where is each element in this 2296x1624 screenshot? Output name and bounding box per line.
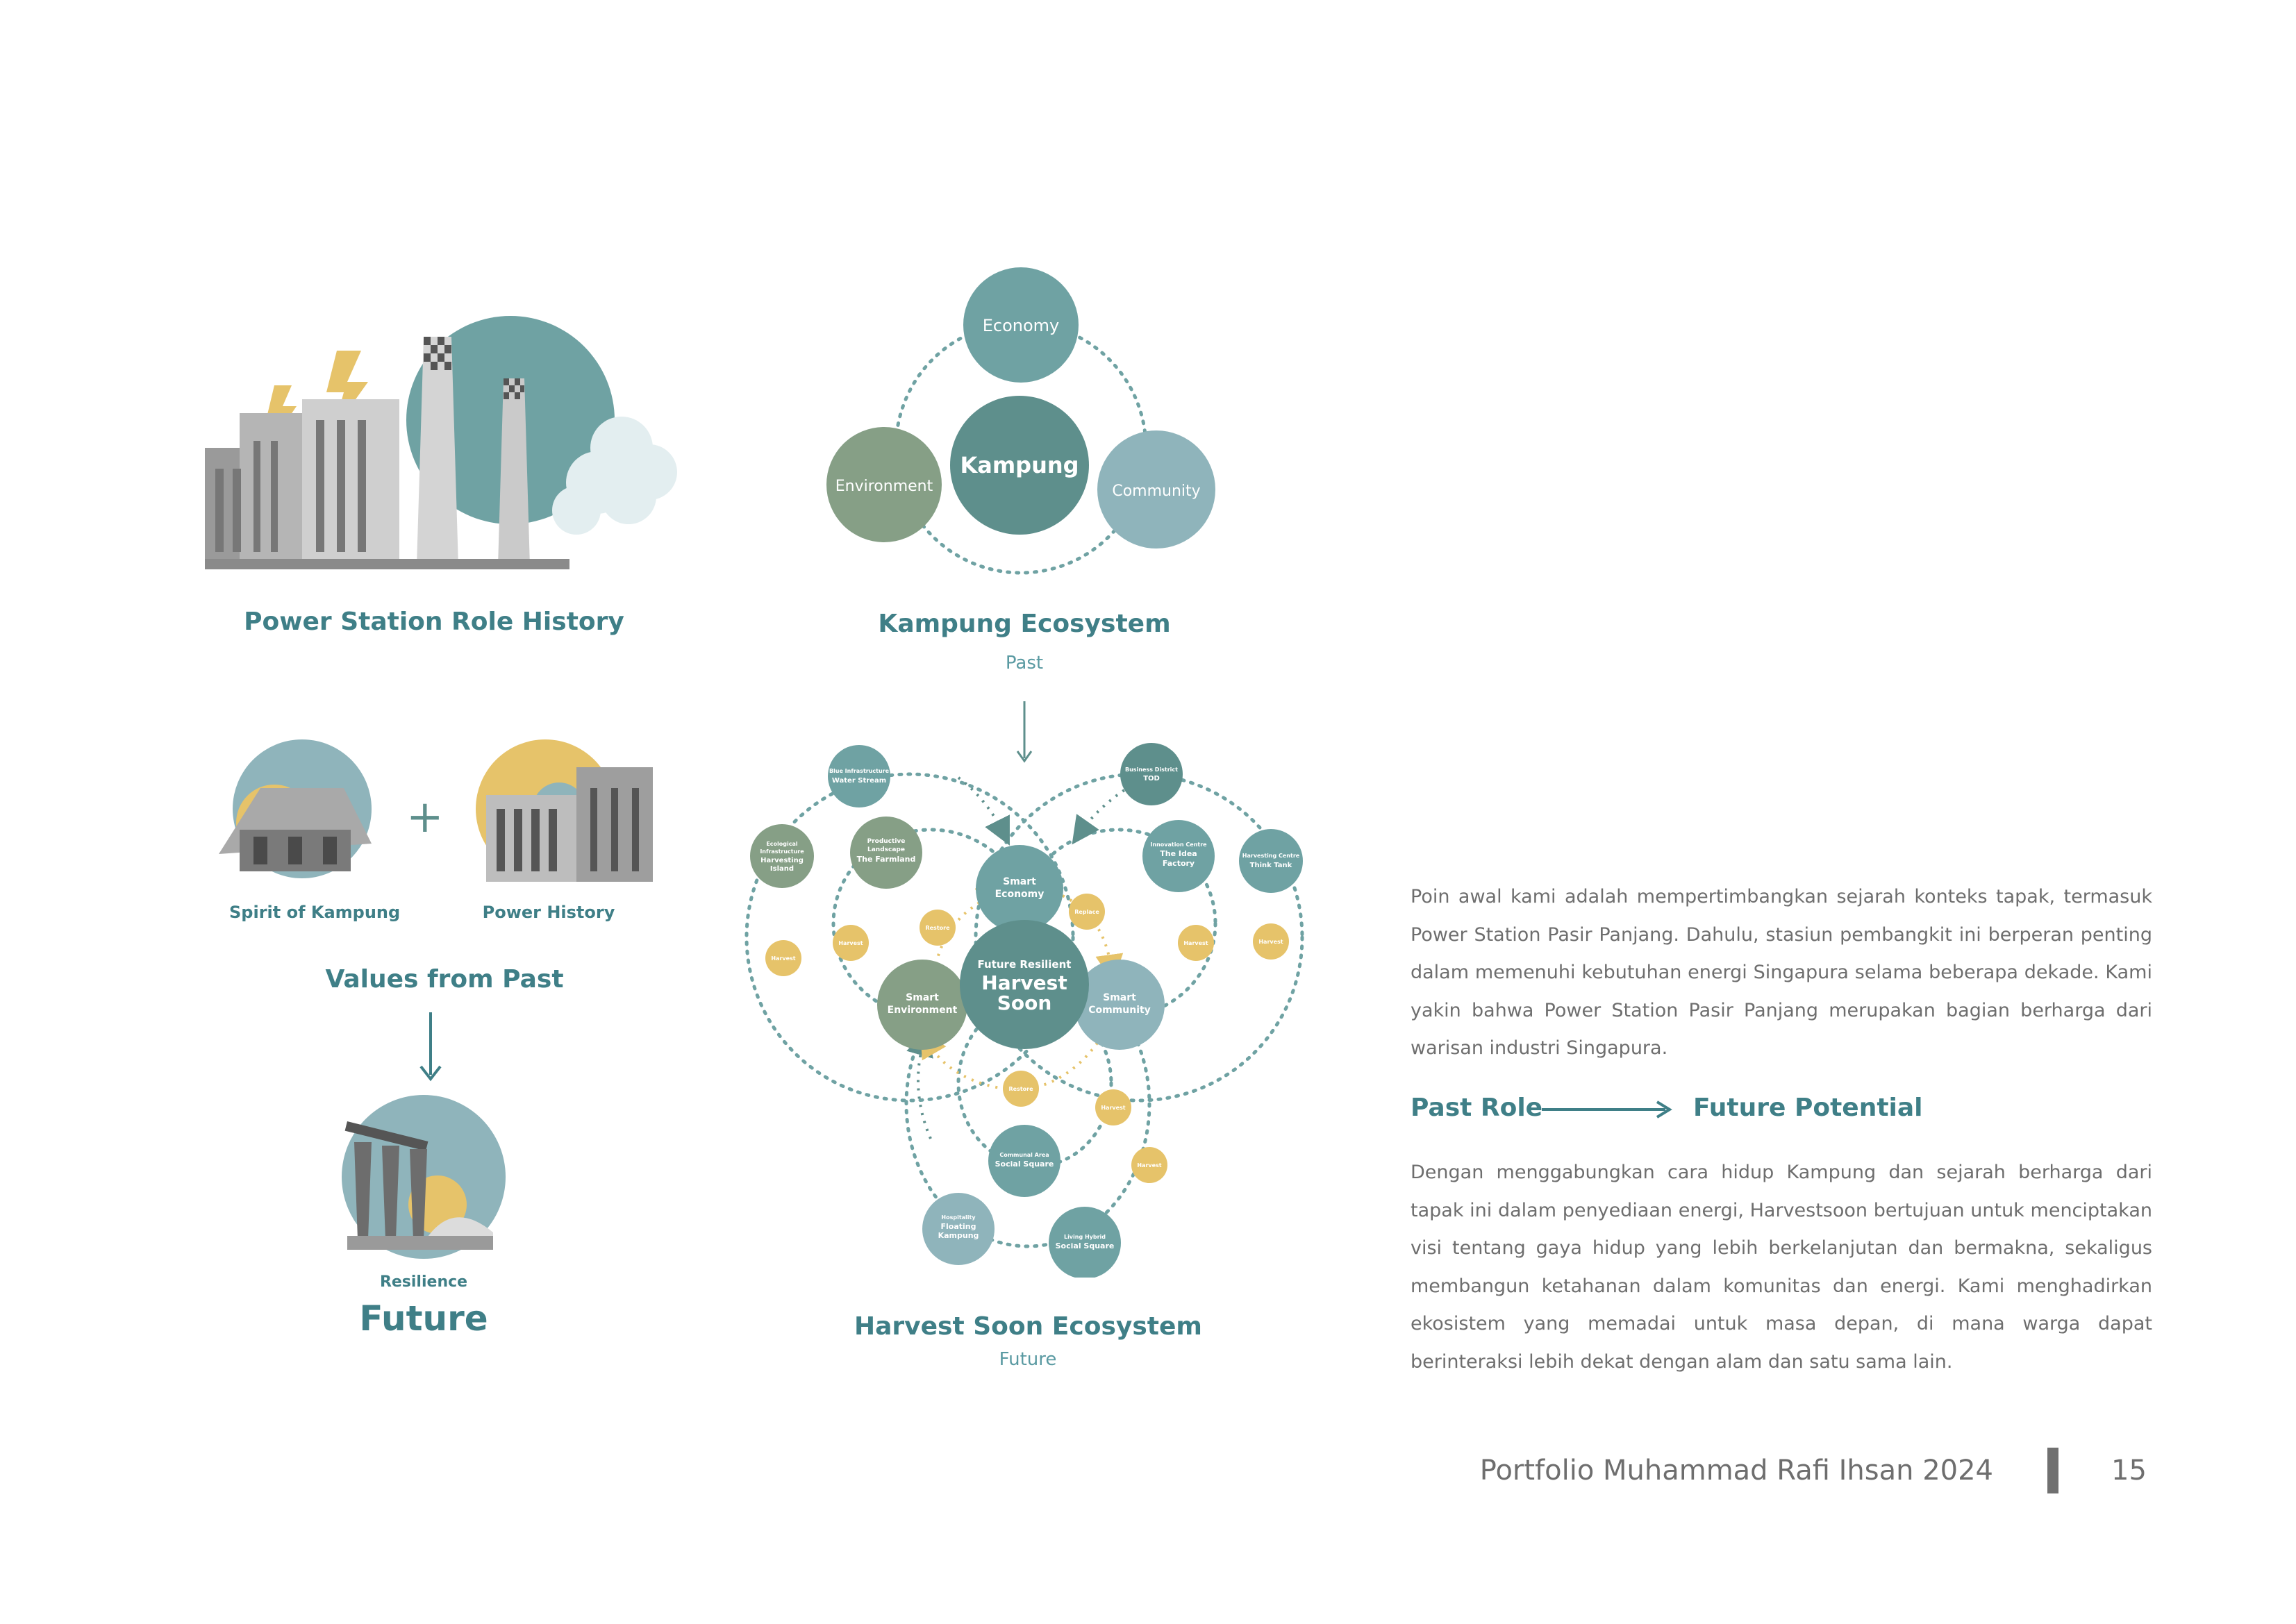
power-history-illustration <box>476 739 653 882</box>
intro-paragraph: Poin awal kami adalah mempertimbangkan s… <box>1411 878 2152 1068</box>
harvest-soon-center-line1: Harvest <box>981 971 1067 994</box>
paragraph-line: ekosistem yang memadai untuk masa depan,… <box>1411 1313 2152 1334</box>
environment-node: Environment <box>835 478 933 495</box>
power-history-label: Power History <box>482 903 615 922</box>
spirit-of-kampung-illustration <box>219 739 372 878</box>
kampung-ecosystem-diagram: Economy Environment Community Kampung <box>826 267 1215 575</box>
right-arrow-icon <box>1542 1100 1672 1119</box>
restore-dot-label: Restore <box>1008 1086 1033 1092</box>
harvest-soon-center-line2: Soon <box>997 991 1052 1014</box>
smart-economy-label-2: Economy <box>995 889 1045 900</box>
future-resilience-illustration <box>342 1095 506 1259</box>
communal-square-node-label-1: Communal Area <box>999 1152 1049 1158</box>
harvest-dot-label: Harvest <box>1137 1162 1161 1169</box>
power-station-title: Power Station Role History <box>244 608 624 636</box>
paragraph-line: dalam memenuhi kebutuhan energi Singapur… <box>1411 962 2152 983</box>
think-tank-node-label-1: Harvesting Centre <box>1242 853 1300 859</box>
resilience-label: Resilience <box>379 1273 468 1291</box>
harvest-soon-ecosystem-subtitle: Future <box>999 1349 1057 1370</box>
tod-node-label-1: Business District <box>1125 767 1178 773</box>
footer-portfolio-label: Portfolio Muhammad Rafi Ihsan 2024 <box>1479 1455 1993 1487</box>
paragraph-line: Poin awal kami adalah mempertimbangkan s… <box>1411 886 2152 907</box>
water-stream-node-label-1: Blue Infrastructure <box>829 768 890 774</box>
harvest-soon-ecosystem-diagram: Blue Infrastructure Water Stream Ecologi… <box>744 743 1304 1278</box>
paragraph-line: yakin bahwa Power Station Pasir Panjang … <box>1411 999 2152 1021</box>
farmland-node-label-2: Landscape <box>867 846 905 853</box>
floating-kampung-node-label-3: Kampung <box>938 1231 979 1240</box>
harvest-dot-label: Harvest <box>1101 1105 1125 1111</box>
floating-kampung-node-label-2: Floating <box>941 1222 976 1231</box>
page-number: 15 <box>2111 1455 2147 1487</box>
kampung-ecosystem-subtitle: Past <box>1005 653 1044 673</box>
economy-node: Economy <box>983 316 1060 335</box>
values-from-past-title: Values from Past <box>325 965 564 994</box>
future-title: Future <box>359 1298 488 1339</box>
down-arrow-icon <box>1016 701 1033 763</box>
smart-community-label-1: Smart <box>1103 992 1136 1003</box>
idea-factory-node-label-1: Innovation Centre <box>1150 842 1207 848</box>
communal-square-node-label-2: Social Square <box>995 1160 1054 1169</box>
down-arrow-icon <box>419 1012 442 1082</box>
replace-dot-label: Replace <box>1074 909 1099 915</box>
harvest-soon-ecosystem-title: Harvest Soon Ecosystem <box>854 1312 1202 1341</box>
plus-sign: + <box>406 792 444 843</box>
smart-environment-label-2: Environment <box>888 1005 958 1016</box>
restore-dot-label: Restore <box>925 925 950 931</box>
paragraph-line: Power Station Pasir Panjang. Dahulu, sta… <box>1411 923 2152 946</box>
harvesting-island-node-label-1: Ecological <box>766 841 798 847</box>
idea-factory-node-label-2: The Idea <box>1160 849 1197 858</box>
water-stream-node-label-2: Water Stream <box>832 777 886 785</box>
idea-factory-node-label-3: Factory <box>1163 859 1195 868</box>
living-hybrid-node-label-2: Social Square <box>1056 1241 1115 1250</box>
living-hybrid-node-label-1: Living Hybrid <box>1064 1234 1106 1240</box>
spirit-of-kampung-label: Spirit of Kampung <box>229 903 401 922</box>
think-tank-node-label-2: Think Tank <box>1250 862 1292 869</box>
paragraph-line: berinteraksi lebih dekat dengan alam dan… <box>1411 1350 1953 1373</box>
kampung-ecosystem-title: Kampung Ecosystem <box>878 610 1171 638</box>
smart-environment-label-1: Smart <box>906 992 939 1003</box>
harvest-dot-label: Harvest <box>1258 939 1283 945</box>
paragraph-line: membangun ketahanan dalam komunitas dan … <box>1411 1275 2152 1297</box>
paragraph-line: tapak ini dalam penyediaan energi, Harve… <box>1411 1199 2152 1221</box>
kampung-center-node: Kampung <box>960 452 1079 478</box>
floating-kampung-node-label-1: Hospitality <box>941 1214 976 1221</box>
paragraph-line: Dengan menggabungkan cara hidup Kampung … <box>1411 1162 2152 1183</box>
harvesting-island-node-label-4: Island <box>770 865 794 873</box>
farmland-node-label-1: Productive <box>867 838 906 845</box>
harvest-dot-label: Harvest <box>1183 940 1208 946</box>
past-role-label: Past Role <box>1411 1094 1543 1122</box>
harvesting-island-node-label-2: Infrastructure <box>760 848 804 855</box>
harvest-dot-label: Harvest <box>771 955 795 962</box>
paragraph-line: warisan industri Singapura. <box>1411 1037 1668 1059</box>
harvest-dot-label: Harvest <box>838 940 863 946</box>
tod-node-label-2: TOD <box>1143 775 1160 782</box>
power-station-illustration <box>205 316 677 569</box>
vision-paragraph: Dengan menggabungkan cara hidup Kampung … <box>1411 1154 2152 1381</box>
farmland-node-label-3: The Farmland <box>857 855 916 864</box>
community-node: Community <box>1112 483 1200 500</box>
paragraph-line: visi tentang gaya hidup yang lebih berke… <box>1411 1237 2152 1259</box>
smart-economy-label-1: Smart <box>1003 876 1036 887</box>
harvesting-island-node-label-3: Harvesting <box>760 857 804 864</box>
footer-divider <box>2047 1448 2058 1493</box>
future-potential-label: Future Potential <box>1693 1094 1923 1122</box>
harvest-soon-center-top: Future Resilient <box>978 958 1072 971</box>
smart-community-label-2: Community <box>1088 1005 1151 1016</box>
